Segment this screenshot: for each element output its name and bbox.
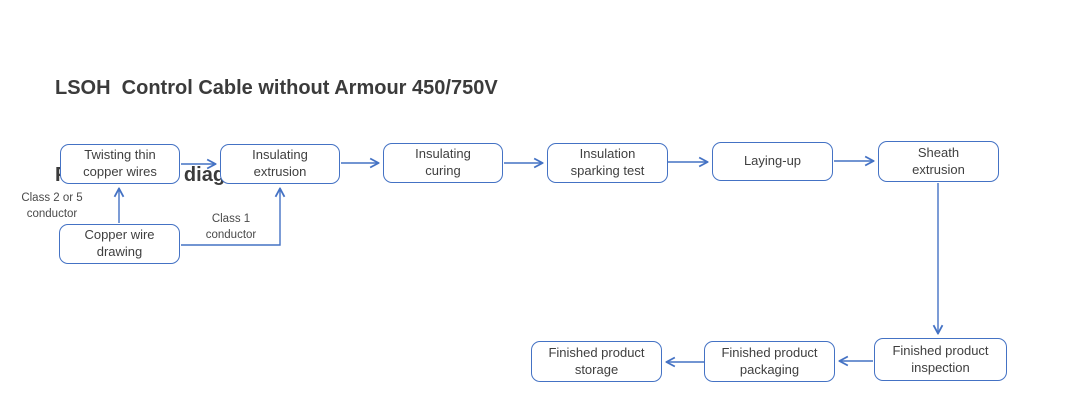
label-class-1-conductor: Class 1 conductor (205, 213, 257, 241)
node-sheath-extrusion: Sheath extrusion (878, 141, 999, 182)
node-finished-product-packaging: Finished product packaging (704, 341, 835, 382)
node-laying-up: Laying-up (712, 142, 833, 181)
node-finished-product-storage: Finished product storage (531, 341, 662, 382)
node-insulation-sparking-test: Insulation sparking test (547, 143, 668, 183)
node-finished-product-inspection: Finished product inspection (874, 338, 1007, 381)
node-insulating-curing: Insulating curing (383, 143, 503, 183)
label-class-2-or-5-conductor: Class 2 or 5 conductor (21, 192, 83, 220)
node-twisting-thin-copper-wires: Twisting thin copper wires (60, 144, 180, 184)
diagram-title: LSOH Control Cable without Armour 450/75… (55, 16, 498, 248)
node-insulating-extrusion: Insulating extrusion (220, 144, 340, 184)
node-copper-wire-drawing: Copper wire drawing (59, 224, 180, 264)
diagram-title-line1: LSOH Control Cable without Armour 450/75… (55, 77, 498, 99)
